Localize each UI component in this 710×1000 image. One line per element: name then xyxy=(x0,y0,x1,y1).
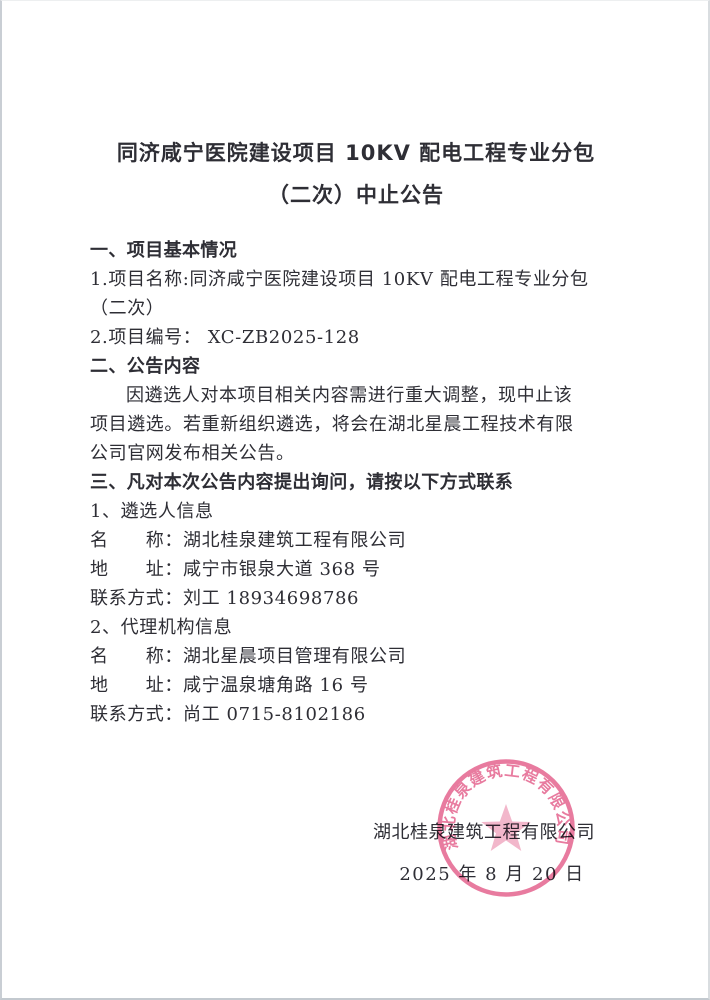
agency-name: 名 称：湖北星晨项目管理有限公司 xyxy=(90,646,407,667)
selector-address: 地 址：咸宁市银泉大道 368 号 xyxy=(90,559,381,580)
project-number: 2.项目编号： XC-ZB2025-128 xyxy=(90,327,360,348)
project-name-line1: 1.项目名称:同济咸宁医院建设项目 10KV 配电工程专业分包 xyxy=(90,269,589,290)
notice-paragraph-line2: 项目遴选。若重新组织遴选，将会在湖北星晨工程技术有限 xyxy=(90,414,574,435)
agency-address: 地 址：咸宁温泉塘角路 16 号 xyxy=(90,675,369,696)
title-line-2: （二次）中止公告 xyxy=(268,183,444,207)
notice-paragraph-line3: 公司官网发布相关公告。 xyxy=(90,443,295,464)
section1-heading: 一、项目基本情况 xyxy=(90,240,238,261)
title-line-1: 同济咸宁医院建设项目 10KV 配电工程专业分包 xyxy=(116,141,596,165)
document-content: 同济咸宁医院建设项目 10KV 配电工程专业分包 （二次）中止公告 一、项目基本… xyxy=(2,1,708,729)
section2-heading: 二、公告内容 xyxy=(90,356,201,377)
selector-name: 名 称：湖北桂泉建筑工程有限公司 xyxy=(90,530,407,551)
project-name-line2: （二次） xyxy=(90,298,165,319)
signature-company: 湖北桂泉建筑工程有限公司 xyxy=(373,822,595,843)
document-title: 同济咸宁医院建设项目 10KV 配电工程专业分包 （二次）中止公告 xyxy=(90,132,622,216)
selector-contact: 联系方式：刘工 18934698786 xyxy=(90,588,360,609)
selector-info-heading: 1、遴选人信息 xyxy=(90,501,214,522)
signature-date: 2025 年 8 月 20 日 xyxy=(399,864,585,885)
notice-paragraph-line1: 因遴选人对本项目相关内容需进行重大调整，现中止该 xyxy=(126,385,573,406)
agency-info-heading: 2、代理机构信息 xyxy=(90,617,233,638)
document-body: 一、项目基本情况 1.项目名称:同济咸宁医院建设项目 10KV 配电工程专业分包… xyxy=(90,236,622,729)
section3-heading: 三、凡对本次公告内容提出询问，请按以下方式联系 xyxy=(90,472,514,493)
agency-contact: 联系方式：尚工 0715-8102186 xyxy=(90,704,366,725)
